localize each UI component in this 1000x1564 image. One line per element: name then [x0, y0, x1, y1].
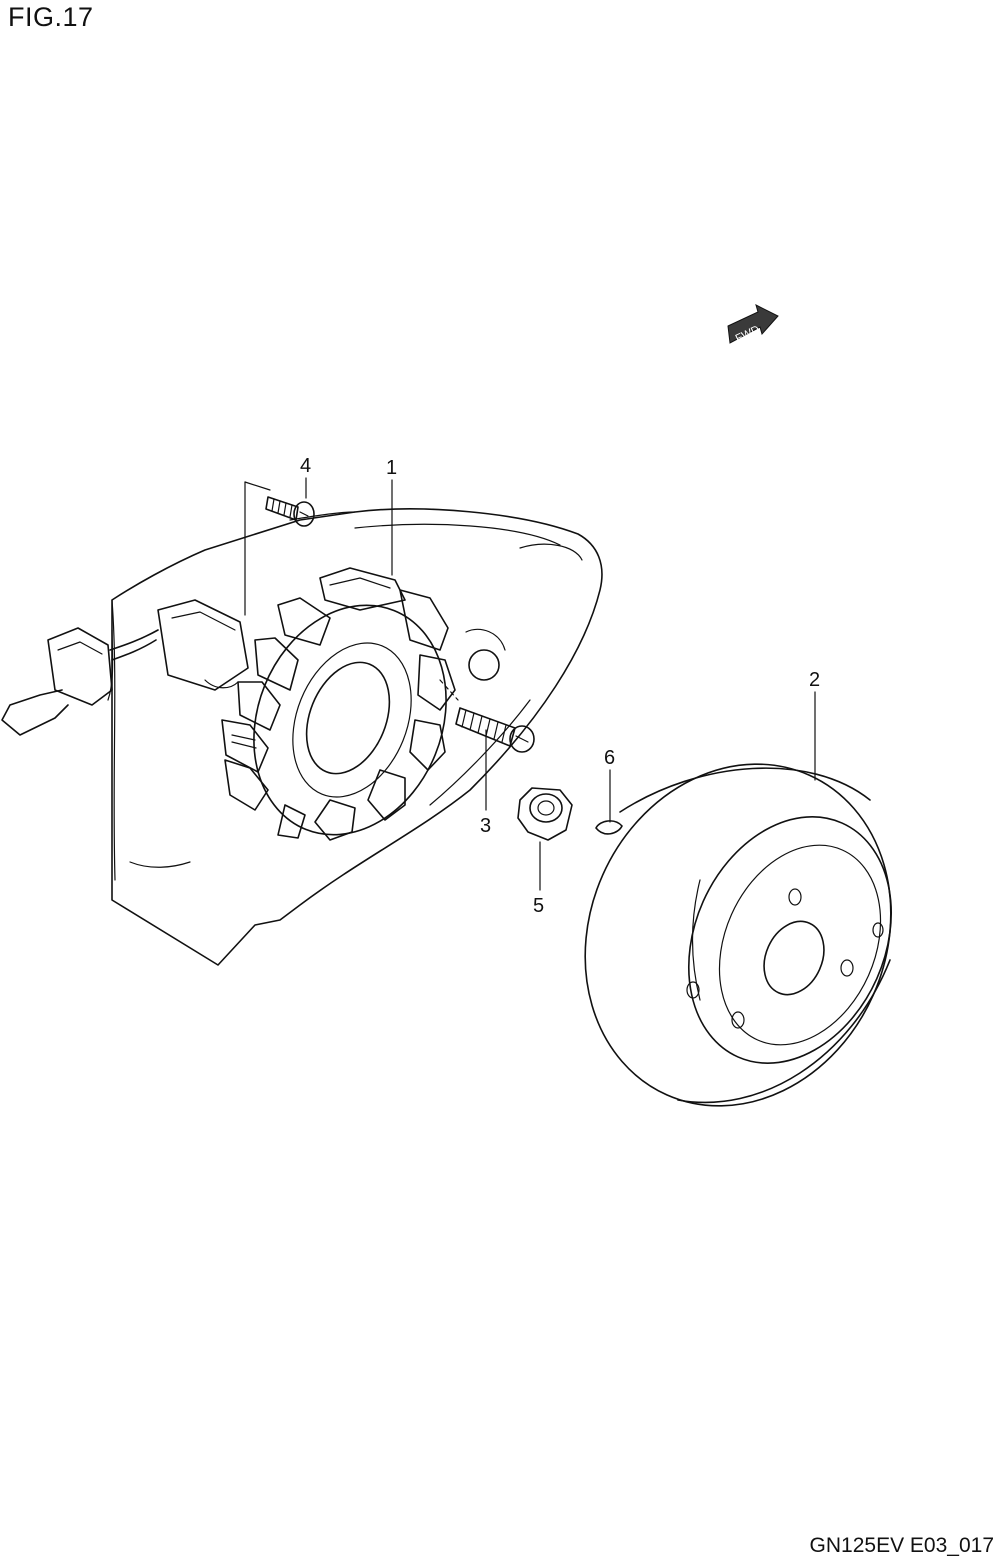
screw-part-4	[265, 496, 315, 527]
bolt-part-3	[455, 707, 535, 753]
fwd-direction-badge: FWD	[727, 304, 779, 345]
callout-2: 2	[809, 669, 820, 691]
callout-3: 3	[480, 815, 491, 837]
callout-4: 4	[300, 455, 311, 477]
figure-code: GN125EV E03_017	[809, 1534, 994, 1557]
rotor-flywheel	[584, 763, 893, 1107]
key-part-6	[595, 820, 623, 835]
callout-1: 1	[386, 457, 397, 479]
stator-coil	[221, 567, 456, 841]
nut-part-5	[517, 787, 573, 841]
callout-5: 5	[533, 895, 544, 917]
crankcase-cover	[107, 508, 603, 966]
callout-6: 6	[604, 747, 615, 769]
callout-leaders	[244, 477, 816, 891]
wire-harness	[1, 599, 249, 736]
figure-title: FIG.17	[8, 2, 94, 32]
